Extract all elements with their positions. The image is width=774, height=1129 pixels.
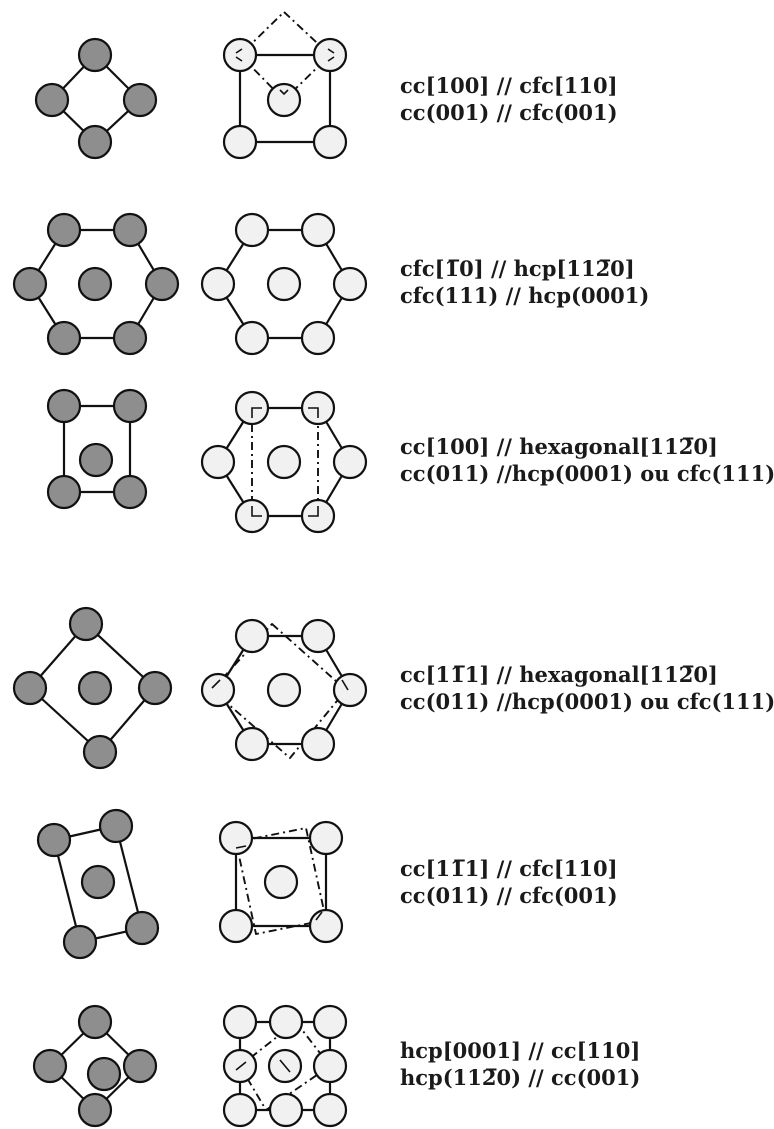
row-4-relation: cc[11̅1] // hexagonal[112̅0] cc(011) //h… — [400, 662, 774, 714]
row-5-relation-line-1: cc[11̅1] // cfc[110] — [400, 856, 618, 881]
row-5-right-lattice — [218, 820, 344, 944]
row-1-left-lattice — [34, 37, 158, 160]
row-2-relation-line-2: cfc(111) // hcp(0001) — [400, 283, 649, 308]
row-2-relation: cfc[1̅0] // hcp[112̅0] cfc(111) // hcp(0… — [400, 256, 649, 308]
row-6-right-lattice — [222, 1004, 348, 1128]
row-2-relation-line-1: cfc[1̅0] // hcp[112̅0] — [400, 256, 635, 281]
row-5-relation-line-2: cc(011) // cfc(001) — [400, 883, 618, 908]
row-5-relation: cc[11̅1] // cfc[110] cc(011) // cfc(001) — [400, 856, 618, 908]
row-4-relation-line-1: cc[11̅1] // hexagonal[112̅0] — [400, 662, 718, 687]
row-6-left-lattice — [32, 1004, 158, 1128]
row-3-relation-line-2: cc(011) //hcp(0001) ou cfc(111) — [400, 461, 774, 486]
row-6-relation: hcp[0001] // cc[110] hcp(112̅0) // cc(00… — [400, 1038, 640, 1090]
row-4-right-lattice — [200, 618, 368, 762]
row-3-relation-line-1: cc[100] // hexagonal[112̅0] — [400, 434, 718, 459]
row-2-left-lattice — [12, 212, 180, 356]
row-3-relation: cc[100] // hexagonal[112̅0] cc(011) //hc… — [400, 434, 774, 486]
row-3-right-lattice — [200, 390, 368, 534]
row-4-relation-line-2: cc(011) //hcp(0001) ou cfc(111) — [400, 689, 774, 714]
row-4-left-lattice — [12, 606, 173, 770]
row-1-relation-line-1: cc[100] // cfc[110] — [400, 73, 618, 98]
row-1-relation-line-2: cc(001) // cfc(001) — [400, 100, 618, 125]
row-3-left-lattice — [46, 388, 148, 510]
row-5-left-lattice — [36, 808, 160, 960]
row-6-relation-line-1: hcp[0001] // cc[110] — [400, 1038, 640, 1063]
row-1-right-lattice — [222, 11, 348, 160]
row-1-relation: cc[100] // cfc[110] cc(001) // cfc(001) — [400, 73, 618, 125]
row-6-relation-line-2: hcp(112̅0) // cc(001) — [400, 1065, 640, 1090]
row-2-right-lattice — [200, 212, 368, 356]
